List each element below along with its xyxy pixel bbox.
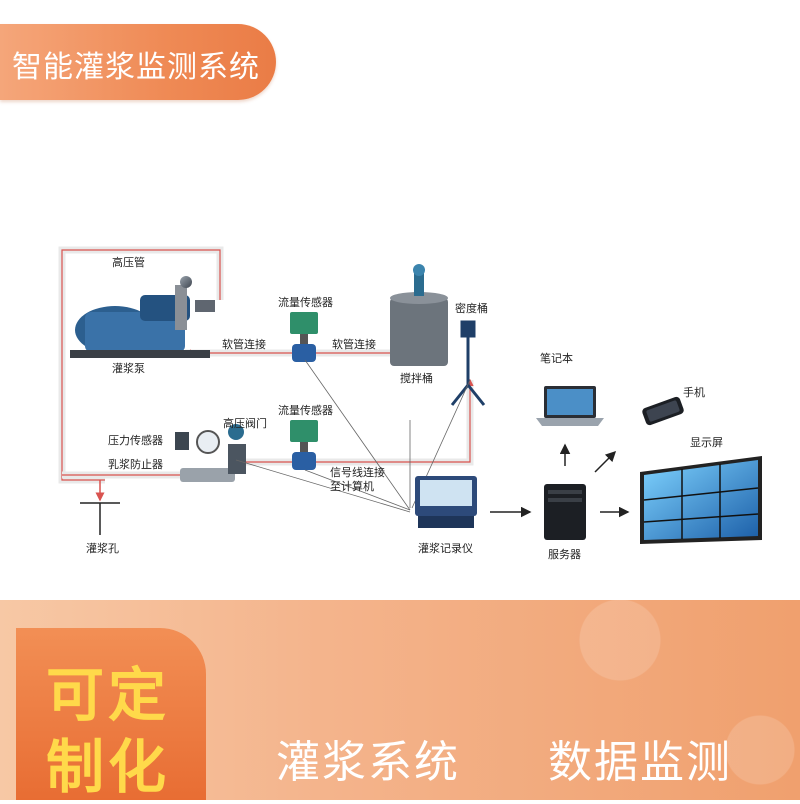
customizable-badge: 可定 制化 bbox=[16, 628, 206, 801]
server bbox=[544, 484, 586, 540]
label-to-computer: 至计算机 bbox=[330, 479, 374, 493]
title-banner: 智能灌浆监测系统 bbox=[0, 24, 276, 100]
grout-pump bbox=[70, 276, 215, 358]
tag-data-monitoring: 数据监测 bbox=[548, 737, 732, 788]
label-soft-pipe-right: 软管连接 bbox=[332, 337, 376, 351]
label-grout-hole: 灌浆孔 bbox=[86, 541, 119, 555]
signal-lines bbox=[235, 359, 471, 513]
tag-grouting-system: 灌浆系统 bbox=[276, 737, 460, 788]
density-tank bbox=[450, 320, 486, 406]
grouting-diagram: 高压管 灌浆泵 流量传感器 软管连接 软管连接 密度桶 搅拌桶 高压阀门 流量传… bbox=[58, 246, 762, 561]
label-density-tank: 密度桶 bbox=[455, 301, 488, 315]
label-grout-recorder: 灌浆记录仪 bbox=[418, 541, 473, 555]
flow-sensor-top bbox=[290, 312, 318, 362]
label-mixing-tank: 搅拌桶 bbox=[400, 371, 433, 385]
grout-recorder bbox=[415, 476, 477, 528]
data-flow-arrows bbox=[490, 443, 630, 518]
bottom-pipe bbox=[62, 378, 474, 479]
notebook bbox=[536, 386, 604, 426]
label-slurry-preventer: 乳浆防止器 bbox=[108, 457, 163, 471]
mixing-tank bbox=[390, 264, 448, 366]
page-title: 智能灌浆监测系统 bbox=[12, 50, 260, 85]
grout-hole bbox=[80, 480, 120, 535]
label-server: 服务器 bbox=[548, 548, 581, 561]
label-phone: 手机 bbox=[683, 385, 705, 399]
label-notebook: 笔记本 bbox=[540, 351, 573, 365]
phone bbox=[642, 396, 684, 426]
label-flow-sensor-top: 流量传感器 bbox=[278, 295, 333, 309]
custom-line-2: 制化 bbox=[46, 733, 171, 801]
label-pressure-sensor: 压力传感器 bbox=[108, 434, 163, 447]
label-grout-pump: 灌浆泵 bbox=[112, 361, 145, 375]
flow-sensor-bottom bbox=[290, 420, 318, 470]
high-pressure-pipe bbox=[58, 246, 224, 484]
display-wall bbox=[640, 456, 762, 544]
pressure-assembly bbox=[175, 424, 246, 482]
custom-line-1: 可定 bbox=[46, 661, 171, 729]
label-signal-line: 信号线连接 bbox=[330, 465, 385, 479]
label-flow-sensor-bottom: 流量传感器 bbox=[278, 403, 333, 417]
label-high-pressure-valve: 高压阀门 bbox=[223, 416, 267, 430]
label-high-pressure-pipe: 高压管 bbox=[112, 255, 145, 269]
label-display: 显示屏 bbox=[690, 436, 723, 449]
label-soft-pipe-left: 软管连接 bbox=[222, 337, 266, 351]
